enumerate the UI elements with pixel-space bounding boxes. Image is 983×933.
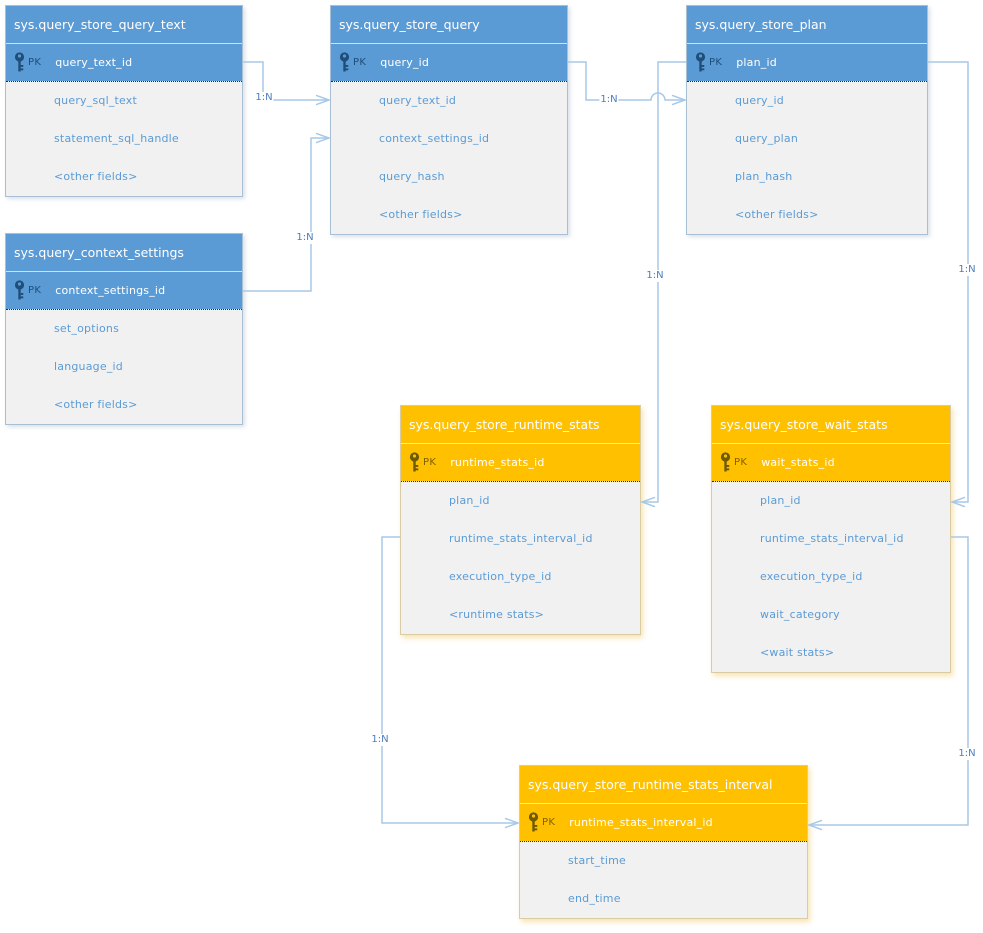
pk-row: PK plan_id bbox=[687, 44, 927, 81]
entity-title: sys.query_context_settings bbox=[6, 234, 242, 272]
entity-sys-query-store-plan[interactable]: sys.query_store_plan PK plan_id query_id… bbox=[686, 5, 928, 235]
relation-label-1n: 1:N bbox=[957, 264, 977, 276]
pk-field-name: runtime_stats_id bbox=[450, 456, 545, 469]
key-icon bbox=[339, 52, 350, 72]
relation-label-1n: 1:N bbox=[295, 232, 315, 244]
relation-label-1n: 1:N bbox=[599, 94, 619, 106]
key-icon bbox=[14, 280, 25, 300]
pk-row: PK runtime_stats_interval_id bbox=[520, 804, 807, 841]
field-runtime-stats-interval-id: runtime_stats_interval_id bbox=[760, 532, 904, 545]
arrowhead bbox=[949, 496, 966, 508]
pk-badge: PK bbox=[709, 57, 723, 68]
entity-title: sys.query_store_runtime_stats_interval bbox=[520, 766, 807, 804]
field-other-fields: <other fields> bbox=[379, 208, 463, 221]
pk-row: PK query_text_id bbox=[6, 44, 242, 81]
pk-row: PK query_id bbox=[331, 44, 567, 81]
field-execution-type-id: execution_type_id bbox=[449, 570, 552, 583]
arrowhead bbox=[639, 496, 656, 508]
relation-label-1n: 1:N bbox=[370, 734, 390, 746]
field-plan-id: plan_id bbox=[449, 494, 490, 507]
key-icon bbox=[409, 452, 420, 472]
key-icon bbox=[528, 812, 539, 832]
field-query-hash: query_hash bbox=[379, 170, 445, 183]
key-icon bbox=[695, 52, 706, 72]
field-context-settings-id: context_settings_id bbox=[379, 132, 490, 145]
pk-field-name: runtime_stats_interval_id bbox=[569, 816, 713, 829]
field-other-fields: <other fields> bbox=[54, 398, 138, 411]
key-icon bbox=[14, 52, 25, 72]
pk-field-name: context_settings_id bbox=[55, 284, 166, 297]
field-query-id: query_id bbox=[735, 94, 784, 107]
field-language-id: language_id bbox=[54, 360, 123, 373]
field-wait-category: wait_category bbox=[760, 608, 840, 621]
field-query-text-id: query_text_id bbox=[379, 94, 457, 107]
entity-sys-query-store-query[interactable]: sys.query_store_query PK query_id query_… bbox=[330, 5, 568, 235]
pk-field-name: wait_stats_id bbox=[761, 456, 835, 469]
field-start-time: start_time bbox=[568, 854, 626, 867]
arrowhead bbox=[315, 132, 332, 144]
field-other-fields: <other fields> bbox=[54, 170, 138, 183]
arrowhead bbox=[315, 94, 332, 106]
arrowhead bbox=[504, 817, 521, 829]
arrowhead bbox=[806, 819, 823, 831]
field-runtime-stats-interval-id: runtime_stats_interval_id bbox=[449, 532, 593, 545]
pk-badge: PK bbox=[353, 57, 367, 68]
field-runtime-stats: <runtime stats> bbox=[449, 608, 545, 621]
field-end-time: end_time bbox=[568, 892, 621, 905]
arrowhead bbox=[671, 94, 688, 106]
pk-badge: PK bbox=[423, 457, 437, 468]
field-set-options: set_options bbox=[54, 322, 120, 335]
entity-title: sys.query_store_plan bbox=[687, 6, 927, 44]
pk-badge: PK bbox=[28, 57, 42, 68]
entity-sys-query-store-runtime-stats[interactable]: sys.query_store_runtime_stats PK runtime… bbox=[400, 405, 641, 635]
field-plan-hash: plan_hash bbox=[735, 170, 793, 183]
pk-field-name: query_id bbox=[380, 56, 430, 69]
entity-title: sys.query_store_runtime_stats bbox=[401, 406, 640, 444]
pk-badge: PK bbox=[542, 817, 556, 828]
field-query-plan: query_plan bbox=[735, 132, 799, 145]
entity-title: sys.query_store_query_text bbox=[6, 6, 242, 44]
entity-title: sys.query_store_wait_stats bbox=[712, 406, 950, 444]
pk-row: PK wait_stats_id bbox=[712, 444, 950, 481]
connector-query-to-plan[interactable] bbox=[568, 61, 688, 106]
relation-label-1n: 1:N bbox=[957, 748, 977, 760]
pk-field-name: plan_id bbox=[736, 56, 777, 69]
pk-row: PK runtime_stats_id bbox=[401, 444, 640, 481]
key-icon bbox=[720, 452, 731, 472]
relation-label-1n: 1:N bbox=[645, 270, 665, 282]
entity-sys-query-store-runtime-stats-interval[interactable]: sys.query_store_runtime_stats_interval P… bbox=[519, 765, 808, 919]
entity-sys-query-context-settings[interactable]: sys.query_context_settings PK context_se… bbox=[5, 233, 243, 425]
field-wait-stats: <wait stats> bbox=[760, 646, 835, 659]
field-plan-id: plan_id bbox=[760, 494, 801, 507]
pk-badge: PK bbox=[734, 457, 748, 468]
field-execution-type-id: execution_type_id bbox=[760, 570, 863, 583]
connector-context-settings-to-query[interactable] bbox=[243, 132, 332, 292]
pk-badge: PK bbox=[28, 285, 42, 296]
pk-row: PK context_settings_id bbox=[6, 272, 242, 309]
entity-sys-query-store-query-text[interactable]: sys.query_store_query_text PK query_text… bbox=[5, 5, 243, 197]
entity-title: sys.query_store_query bbox=[331, 6, 567, 44]
pk-field-name: query_text_id bbox=[55, 56, 133, 69]
field-query-sql-text: query_sql_text bbox=[54, 94, 138, 107]
relation-label-1n: 1:N bbox=[254, 92, 274, 104]
field-other-fields: <other fields> bbox=[735, 208, 819, 221]
entity-sys-query-store-wait-stats[interactable]: sys.query_store_wait_stats PK wait_stats… bbox=[711, 405, 951, 673]
connector-plan-to-runtime-stats[interactable] bbox=[639, 61, 686, 508]
field-statement-sql-handle: statement_sql_handle bbox=[54, 132, 179, 145]
